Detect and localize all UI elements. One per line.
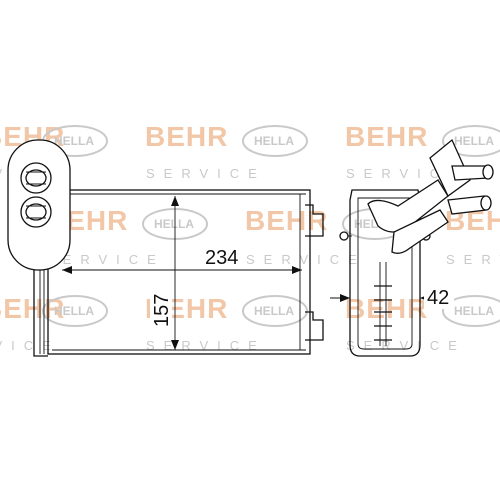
watermark-hella-text: HELLA bbox=[454, 304, 494, 318]
height-dimension: 157 bbox=[150, 196, 179, 350]
watermark-service-text: SERVICE bbox=[246, 252, 366, 267]
pipe-stub-upper bbox=[20, 162, 52, 194]
watermark-hella-text: HELLA bbox=[254, 134, 294, 148]
width-dimension-label: 234 bbox=[205, 247, 238, 269]
tank-outline bbox=[33, 266, 48, 357]
watermark-hella-text: HELLA bbox=[54, 304, 94, 318]
watermark-service-text: SERVICE bbox=[446, 252, 500, 267]
watermark-hella-text: HELLA bbox=[154, 217, 194, 231]
hella-logo: HELLA bbox=[442, 125, 500, 157]
side-bracket-lower bbox=[305, 311, 324, 341]
watermark-behr-text: BEHR bbox=[0, 293, 65, 324]
lower-pipe-end bbox=[480, 195, 492, 211]
watermark-service-text: SERVICE bbox=[0, 338, 60, 353]
height-dimension-label: 157 bbox=[151, 294, 173, 327]
watermark-behr-text: BEHR bbox=[345, 121, 428, 152]
pipe-flange-plate bbox=[429, 138, 471, 197]
inlet-pipe-bend bbox=[391, 209, 449, 254]
side-body bbox=[349, 189, 421, 357]
watermark-hella-text: HELLA bbox=[254, 304, 294, 318]
watermark-behr-text: BEHR bbox=[145, 121, 228, 152]
width-dimension: 234 bbox=[62, 247, 302, 274]
mounting-lug-left bbox=[339, 231, 349, 241]
side-view: 42 bbox=[330, 138, 494, 357]
hella-logo: HELLA bbox=[242, 125, 308, 157]
upper-pipe-end bbox=[482, 164, 494, 180]
watermark-behr-text: BEHR bbox=[245, 205, 328, 236]
hella-logo: HELLA bbox=[242, 295, 308, 327]
watermark-service-text: SERVICE bbox=[45, 252, 165, 267]
watermark-service-text: SERVICE bbox=[146, 338, 266, 353]
front-view: 234 157 bbox=[7, 139, 324, 357]
hella-logo: HELLA bbox=[442, 295, 500, 327]
watermark-service-text: SERVICE bbox=[146, 166, 266, 181]
side-bracket-upper bbox=[305, 204, 324, 237]
core-body bbox=[47, 189, 311, 355]
watermark-hella-text: HELLA bbox=[454, 134, 494, 148]
hella-logo: HELLA bbox=[42, 295, 108, 327]
watermark-behr-text: BEHR bbox=[345, 293, 428, 324]
watermark-hella-text: HELLA bbox=[54, 134, 94, 148]
side-body-inner bbox=[357, 197, 413, 350]
pipe-stub-lower bbox=[20, 196, 52, 228]
depth-dimension-label: 42 bbox=[427, 287, 449, 309]
watermark-service-text: SERVICE bbox=[346, 166, 466, 181]
internal-tubes bbox=[374, 262, 392, 346]
depth-dimension: 42 bbox=[330, 287, 454, 309]
watermark-service-text: SERVICE bbox=[346, 338, 466, 353]
